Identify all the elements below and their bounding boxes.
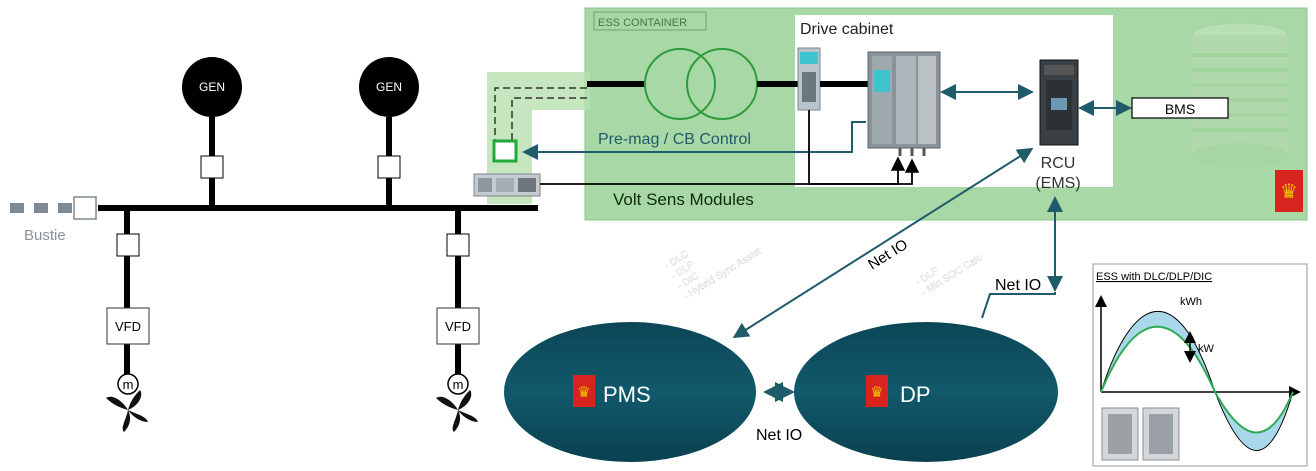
svg-text:♛: ♛ — [577, 383, 590, 401]
dp-function-list: - DLP - Min SOC Calc — [913, 252, 984, 298]
motor1-icon — [117, 373, 139, 395]
bms-label: BMS — [1165, 101, 1195, 117]
dashed-feeder-1 — [494, 87, 587, 142]
battery-stack-icon — [1191, 22, 1289, 167]
battery-module-icon-1 — [1101, 407, 1139, 461]
kongsberg-logo: ♛ — [1275, 170, 1303, 212]
rcu-label: RCU — [1041, 155, 1076, 172]
dashed-feeder-2 — [511, 97, 587, 142]
battery-module-icon-2 — [1142, 407, 1180, 461]
vfd1-label: VFD — [115, 319, 141, 334]
premag-arrow — [522, 121, 866, 160]
ems-label: (EMS) — [1035, 175, 1080, 192]
dp-label: DP — [900, 382, 931, 407]
bms-box — [1131, 97, 1229, 119]
voltsens-label: Volt Sens Modules — [613, 190, 754, 209]
ess-chart-kw: kW — [1198, 343, 1215, 355]
motor2-label: m — [453, 377, 464, 392]
premag-label: Pre-mag / CB Control — [598, 131, 751, 148]
generator-1 — [182, 57, 242, 117]
control-module-icon — [797, 47, 821, 111]
pms-logo: ♛ — [573, 375, 595, 407]
pms-label: PMS — [603, 382, 651, 407]
gen1-label: GEN — [199, 80, 225, 94]
dp-logo: ♛ — [866, 375, 888, 407]
cb-breaker-box — [492, 139, 518, 163]
wave-green — [1100, 325, 1294, 434]
thruster2-breaker — [446, 233, 470, 257]
netio-pms-label: Net IO — [865, 236, 911, 273]
ess-chart-inset: ESS with DLC/DLP/DIC kWh kW — [1092, 263, 1308, 467]
netio-bottom-label: Net IO — [756, 427, 802, 444]
propeller1-icon — [106, 390, 148, 432]
volt-sens-module-icon — [473, 173, 541, 197]
vfd2-label: VFD — [445, 319, 471, 334]
propeller2-icon — [436, 390, 478, 432]
netio-dp-label: Net IO — [995, 277, 1041, 294]
drive-unit-icon — [867, 51, 941, 156]
drive-cabinet-label: Drive cabinet — [800, 21, 894, 38]
vfd2-box — [436, 307, 480, 345]
vfd1-box — [106, 307, 150, 345]
svg-text:♛: ♛ — [870, 383, 883, 401]
rcu-controller-icon — [1039, 59, 1079, 146]
ess-chart-kwh: kWh — [1180, 296, 1202, 308]
thruster1-breaker — [116, 233, 140, 257]
gen2-breaker — [377, 155, 401, 179]
ess-container-label-box — [593, 11, 707, 31]
ess-container-label: ESS CONTAINER — [598, 17, 687, 29]
bustie-label: Bustie — [24, 227, 66, 244]
bustie — [10, 196, 97, 220]
generator-2 — [359, 57, 419, 117]
pms-function-list: - DLC - DLP - DIC - Hybrid Sync Assist — [663, 246, 764, 303]
gen1-breaker — [200, 155, 224, 179]
motor1-label: m — [123, 377, 134, 392]
dp-node — [794, 322, 1058, 462]
ess-chart-title: ESS with DLC/DLP/DIC — [1096, 271, 1212, 283]
motor2-icon — [447, 373, 469, 395]
pms-node — [504, 322, 756, 462]
svg-text:♛: ♛ — [1280, 179, 1298, 203]
gen2-label: GEN — [376, 80, 402, 94]
